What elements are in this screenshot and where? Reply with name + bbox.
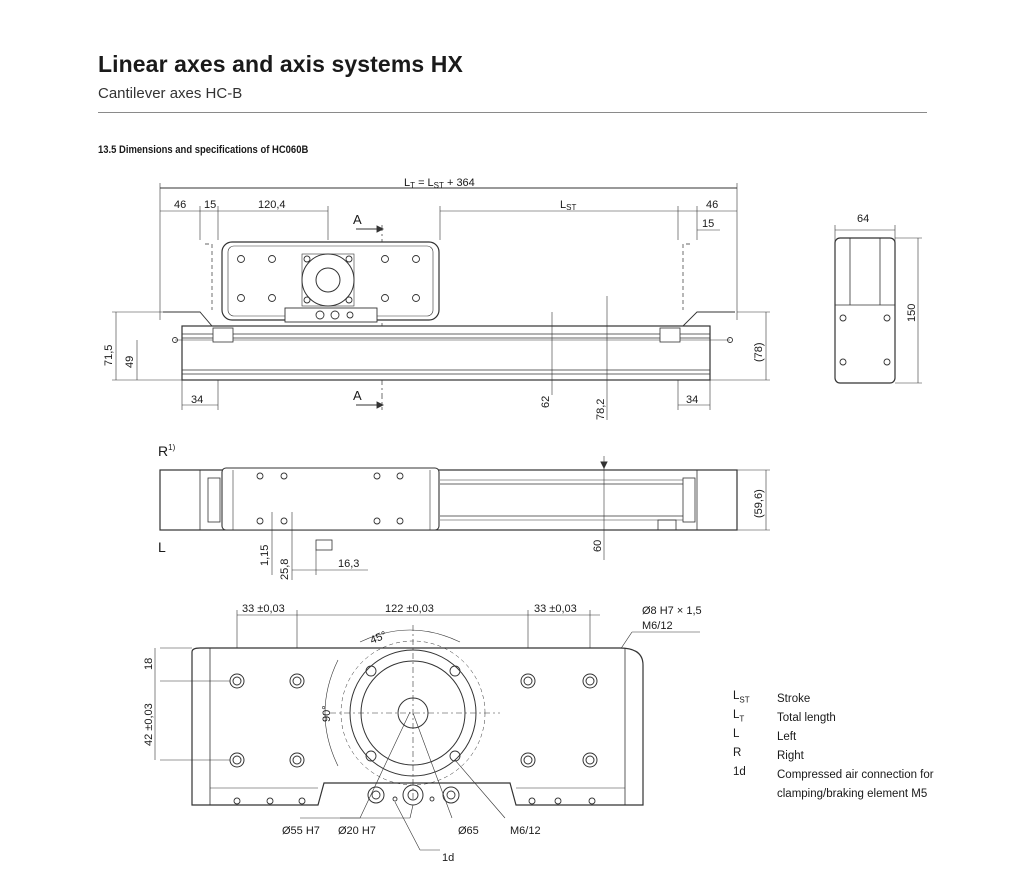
dim-65: Ø65 [458, 825, 479, 837]
dim-78-2: 78,2 [595, 399, 607, 420]
dim-122: 122 ±0,03 [385, 603, 434, 615]
dim-16-3: 16,3 [338, 558, 359, 570]
dim-60: 60 [592, 540, 604, 552]
dim-59-6: (59,6) [753, 489, 765, 518]
section-a-top: A [353, 212, 362, 227]
dim-18: 18 [143, 658, 155, 670]
top-view: LT = LST + 364 46 15 120,4 LST 46 15 A A [103, 177, 770, 420]
dim-150: 150 [906, 304, 918, 322]
dim-120: 120,4 [258, 199, 286, 211]
dim-1-15: 1,15 [259, 545, 271, 566]
dim-25-8: 25,8 [279, 559, 291, 580]
dim-15-right: 15 [702, 218, 714, 230]
dim-lst: LST [560, 199, 576, 212]
dim-20: Ø20 H7 [338, 825, 376, 837]
section-heading: 13.5 Dimensions and specifications of HC… [98, 144, 309, 156]
label-r: R1) [158, 443, 176, 459]
header-rule [98, 112, 927, 113]
dim-78: (78) [753, 342, 765, 362]
hole-note-2: M6/12 [642, 620, 673, 632]
dim-49: 49 [124, 356, 136, 368]
section-a-bottom: A [353, 388, 362, 403]
dim-46-left: 46 [174, 199, 186, 211]
angle-45: 45° [369, 629, 389, 646]
dim-34-right: 34 [686, 394, 698, 406]
hole-note-1: Ø8 H7 × 1,5 [642, 605, 702, 617]
dim-46-right: 46 [706, 199, 718, 211]
dim-42: 42 ±0,03 [143, 703, 155, 746]
dim-55: Ø55 H7 [282, 825, 320, 837]
side-view: 64 150 [834, 213, 922, 384]
page-title: Linear axes and axis systems HX [98, 51, 463, 77]
dim-34-left: 34 [191, 394, 203, 406]
dim-64: 64 [857, 213, 869, 225]
dim-33-left: 33 ±0,03 [242, 603, 285, 615]
dim-62: 62 [540, 396, 552, 408]
plan-view: R1) L 60 (59,6) 1,15 25,8 16,3 [158, 443, 770, 580]
dim-15-left: 15 [204, 199, 216, 211]
dim-71: 71,5 [103, 345, 115, 366]
angle-90: 90° [321, 705, 333, 722]
dim-1d: 1d [442, 852, 454, 864]
label-l: L [158, 539, 166, 555]
page-subtitle: Cantilever axes HC-B [98, 85, 243, 102]
dim-m6: M6/12 [510, 825, 541, 837]
dim-lt: LT = LST + 364 [404, 177, 475, 190]
carriage-view: 33 ±0,03 122 ±0,03 33 ±0,03 Ø8 H7 × 1,5 … [143, 603, 702, 864]
dim-33-right: 33 ±0,03 [534, 603, 577, 615]
